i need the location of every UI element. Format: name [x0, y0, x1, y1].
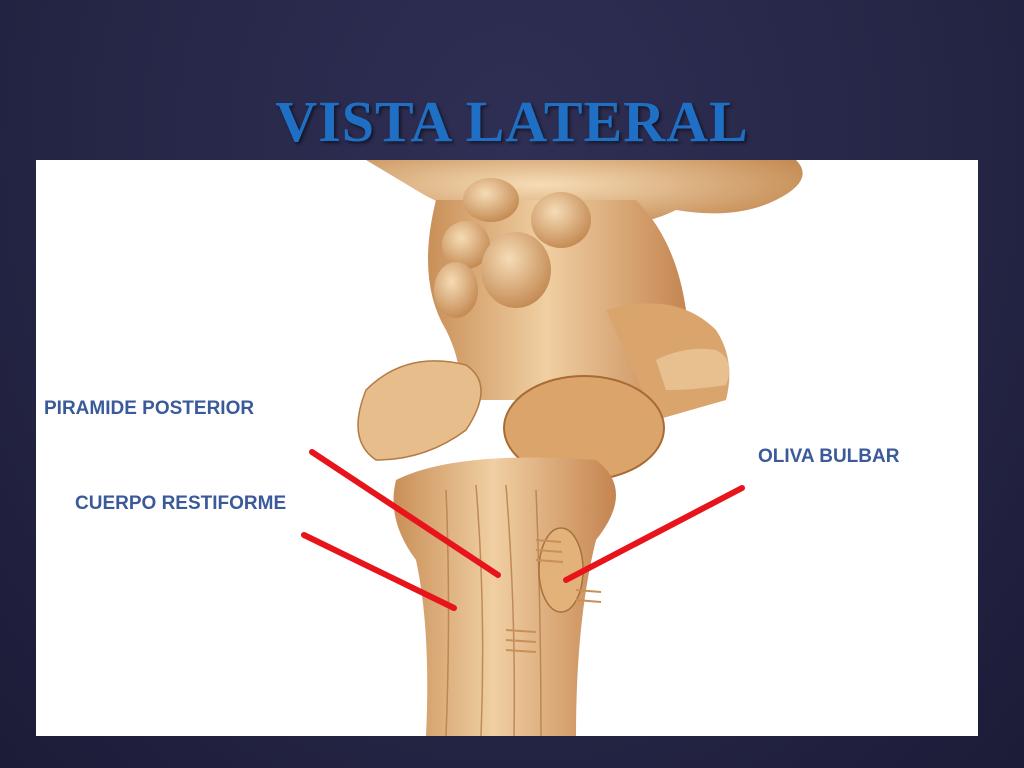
slide-title: VISTA LATERAL	[275, 89, 749, 154]
tissue-flap	[357, 360, 482, 461]
pointer-lines	[301, 449, 745, 611]
lobe-a	[481, 232, 551, 308]
pointer-piramide	[309, 449, 501, 578]
colliculus-lower	[434, 262, 478, 318]
pointer-cuerpo	[301, 532, 457, 611]
brainstem-illustration	[301, 160, 803, 736]
label-cuerpo-restiforme: CUERPO RESTIFORME	[75, 493, 287, 514]
colliculus-upper	[463, 178, 519, 222]
medulla	[393, 457, 616, 736]
lobe-b	[531, 192, 591, 248]
illustration-panel: PIRAMIDE POSTERIOR CUERPO RESTIFORME OLI…	[36, 160, 978, 736]
nerve-rootlets	[505, 539, 602, 653]
label-oliva-bulbar: OLIVA BULBAR	[758, 446, 900, 467]
medulla-ridges	[445, 484, 542, 736]
nerve-root	[656, 348, 730, 390]
label-piramide-posterior: PIRAMIDE POSTERIOR	[44, 398, 255, 419]
pointer-oliva	[563, 485, 745, 583]
colliculus-mid	[442, 221, 490, 269]
